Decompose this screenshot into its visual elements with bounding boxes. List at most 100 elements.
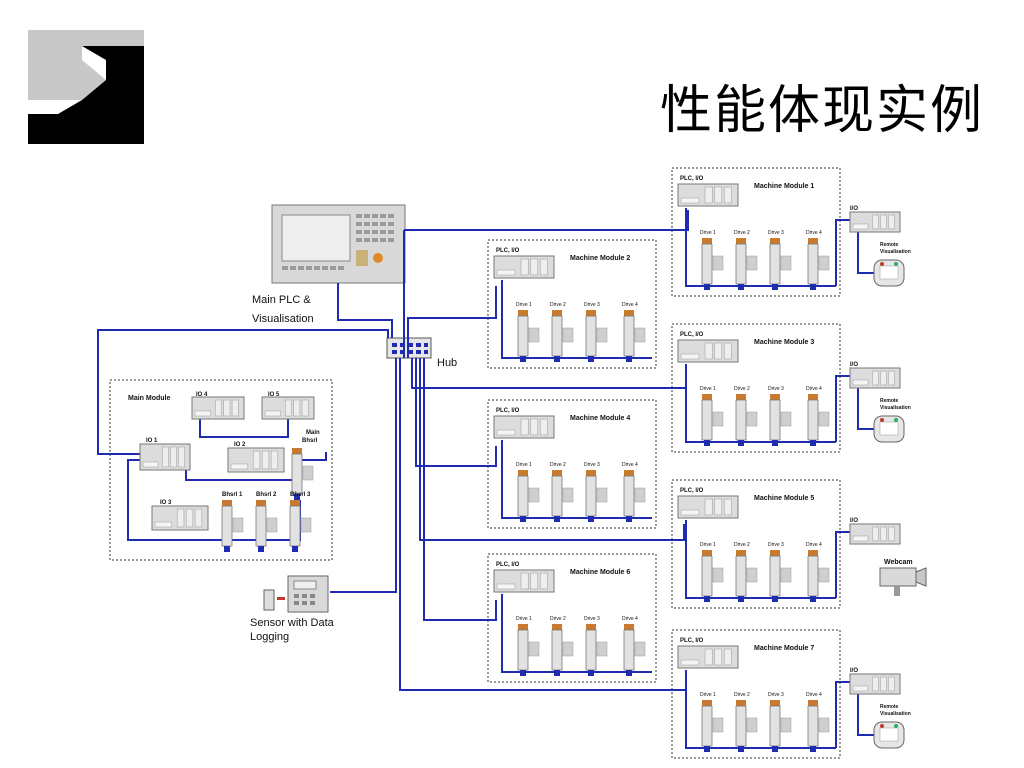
drive-unit — [769, 550, 792, 602]
drive-label: Drive 4 — [622, 462, 638, 468]
machine-module-box — [671, 323, 841, 453]
drive-label: Drive 3 — [584, 302, 600, 308]
drive-label: Drive 1 — [516, 462, 532, 468]
drive-label: Drive 4 — [622, 302, 638, 308]
drive-unit — [735, 394, 758, 446]
io-label: IO 4 — [196, 392, 208, 398]
drive-label: Drive 4 — [806, 230, 822, 236]
remote-io-bus — [835, 219, 854, 286]
drive-unit — [551, 470, 574, 522]
remote-visualisation-device — [873, 415, 905, 443]
remote-io-label: I/O — [850, 206, 858, 212]
remote-vis-bus — [857, 388, 874, 430]
drive-unit — [623, 470, 646, 522]
io-rack — [151, 505, 209, 531]
aux-drive-label: Bhsrl 2 — [256, 492, 277, 498]
module-plc-rack — [493, 255, 555, 279]
drive-unit — [735, 700, 758, 752]
drive-unit — [623, 310, 646, 362]
remote-io-bus — [835, 531, 854, 598]
drive-unit — [769, 700, 792, 752]
remote-io-rack — [849, 523, 901, 545]
module-plc-rack — [677, 183, 739, 207]
drive-label: Drive 4 — [622, 616, 638, 622]
module-plc-rack — [677, 339, 739, 363]
drive-unit — [517, 310, 540, 362]
io-rack — [139, 443, 191, 471]
sensor-label: Logging — [250, 631, 289, 643]
main-drive-label: Main — [306, 430, 320, 436]
webcam-label: Webcam — [884, 559, 913, 566]
main-drive-label: Bhsrl — [302, 438, 318, 444]
drive-label: Drive 3 — [768, 386, 784, 392]
module-plc-rack — [677, 495, 739, 519]
module-drive-bus — [501, 594, 652, 673]
hub-to-module-2 — [407, 286, 497, 358]
main-plc-label: Visualisation — [252, 313, 314, 325]
io-rack — [227, 447, 285, 473]
drive-unit — [807, 550, 830, 602]
aux-drive-label: Bhsrl 3 — [290, 492, 311, 498]
drive-unit — [585, 470, 608, 522]
remote-io-bus — [835, 375, 854, 442]
plc-to-hub — [337, 283, 393, 338]
module-name-label: Machine Module 5 — [754, 495, 814, 502]
aux-drive-unit — [221, 500, 244, 552]
webcam-device — [879, 567, 927, 596]
module-plc-rack — [493, 569, 555, 593]
hub-to-module-5 — [419, 358, 685, 541]
hub-to-module-6 — [423, 358, 497, 621]
remote-io-bus — [835, 681, 854, 748]
drive-label: Drive 4 — [806, 692, 822, 698]
drive-unit — [807, 394, 830, 446]
hub-to-module-4 — [415, 358, 497, 467]
remote-vis-label: Remote — [880, 242, 899, 248]
module-name-label: Machine Module 3 — [754, 339, 814, 346]
hub-to-module-3 — [411, 358, 687, 389]
remote-vis-label: Remote — [880, 398, 899, 404]
module-drive-bus — [685, 364, 836, 443]
hub-to-sensor — [330, 358, 397, 593]
machine-module-box — [487, 399, 657, 529]
io-label: IO 5 — [268, 392, 280, 398]
remote-visualisation-device — [873, 259, 905, 287]
drive-unit — [701, 394, 724, 446]
drive-unit — [517, 624, 540, 676]
module-name-label: Machine Module 1 — [754, 183, 814, 190]
remote-vis-label: Visualisation — [880, 249, 911, 255]
drive-unit — [623, 624, 646, 676]
main-io-bus — [199, 419, 289, 438]
module-name-label: Machine Module 4 — [570, 415, 630, 422]
module-drive-bus — [685, 208, 836, 287]
module-plc-label: PLC, I/O — [680, 332, 704, 338]
remote-vis-bus — [857, 232, 874, 274]
remote-io-rack — [849, 673, 901, 695]
drive-label: Drive 2 — [734, 692, 750, 698]
drive-label: Drive 2 — [550, 302, 566, 308]
module-plc-label: PLC, I/O — [496, 562, 520, 568]
module-plc-label: PLC, I/O — [680, 638, 704, 644]
module-drive-bus — [501, 280, 652, 359]
drive-label: Drive 4 — [806, 542, 822, 548]
hub-label: Hub — [437, 357, 457, 369]
remote-io-label: I/O — [850, 668, 858, 674]
module-plc-label: PLC, I/O — [496, 408, 520, 414]
module-plc-label: PLC, I/O — [680, 176, 704, 182]
drive-unit — [807, 700, 830, 752]
company-logo — [28, 30, 144, 144]
drive-label: Drive 2 — [734, 542, 750, 548]
hub-to-module-7 — [399, 358, 687, 691]
slide-title: 性能体现实例 — [659, 81, 984, 141]
module-name-label: Machine Module 7 — [754, 645, 814, 652]
drive-label: Drive 2 — [550, 462, 566, 468]
drive-unit — [517, 470, 540, 522]
remote-io-label: I/O — [850, 518, 858, 524]
drive-label: Drive 3 — [584, 462, 600, 468]
main-plc-panel — [271, 204, 406, 284]
drive-label: Drive 3 — [768, 542, 784, 548]
drive-label: Drive 2 — [734, 386, 750, 392]
aux-drive-unit — [255, 500, 278, 552]
drive-unit — [585, 310, 608, 362]
module-name-label: Machine Module 2 — [570, 255, 630, 262]
drive-label: Drive 3 — [768, 230, 784, 236]
